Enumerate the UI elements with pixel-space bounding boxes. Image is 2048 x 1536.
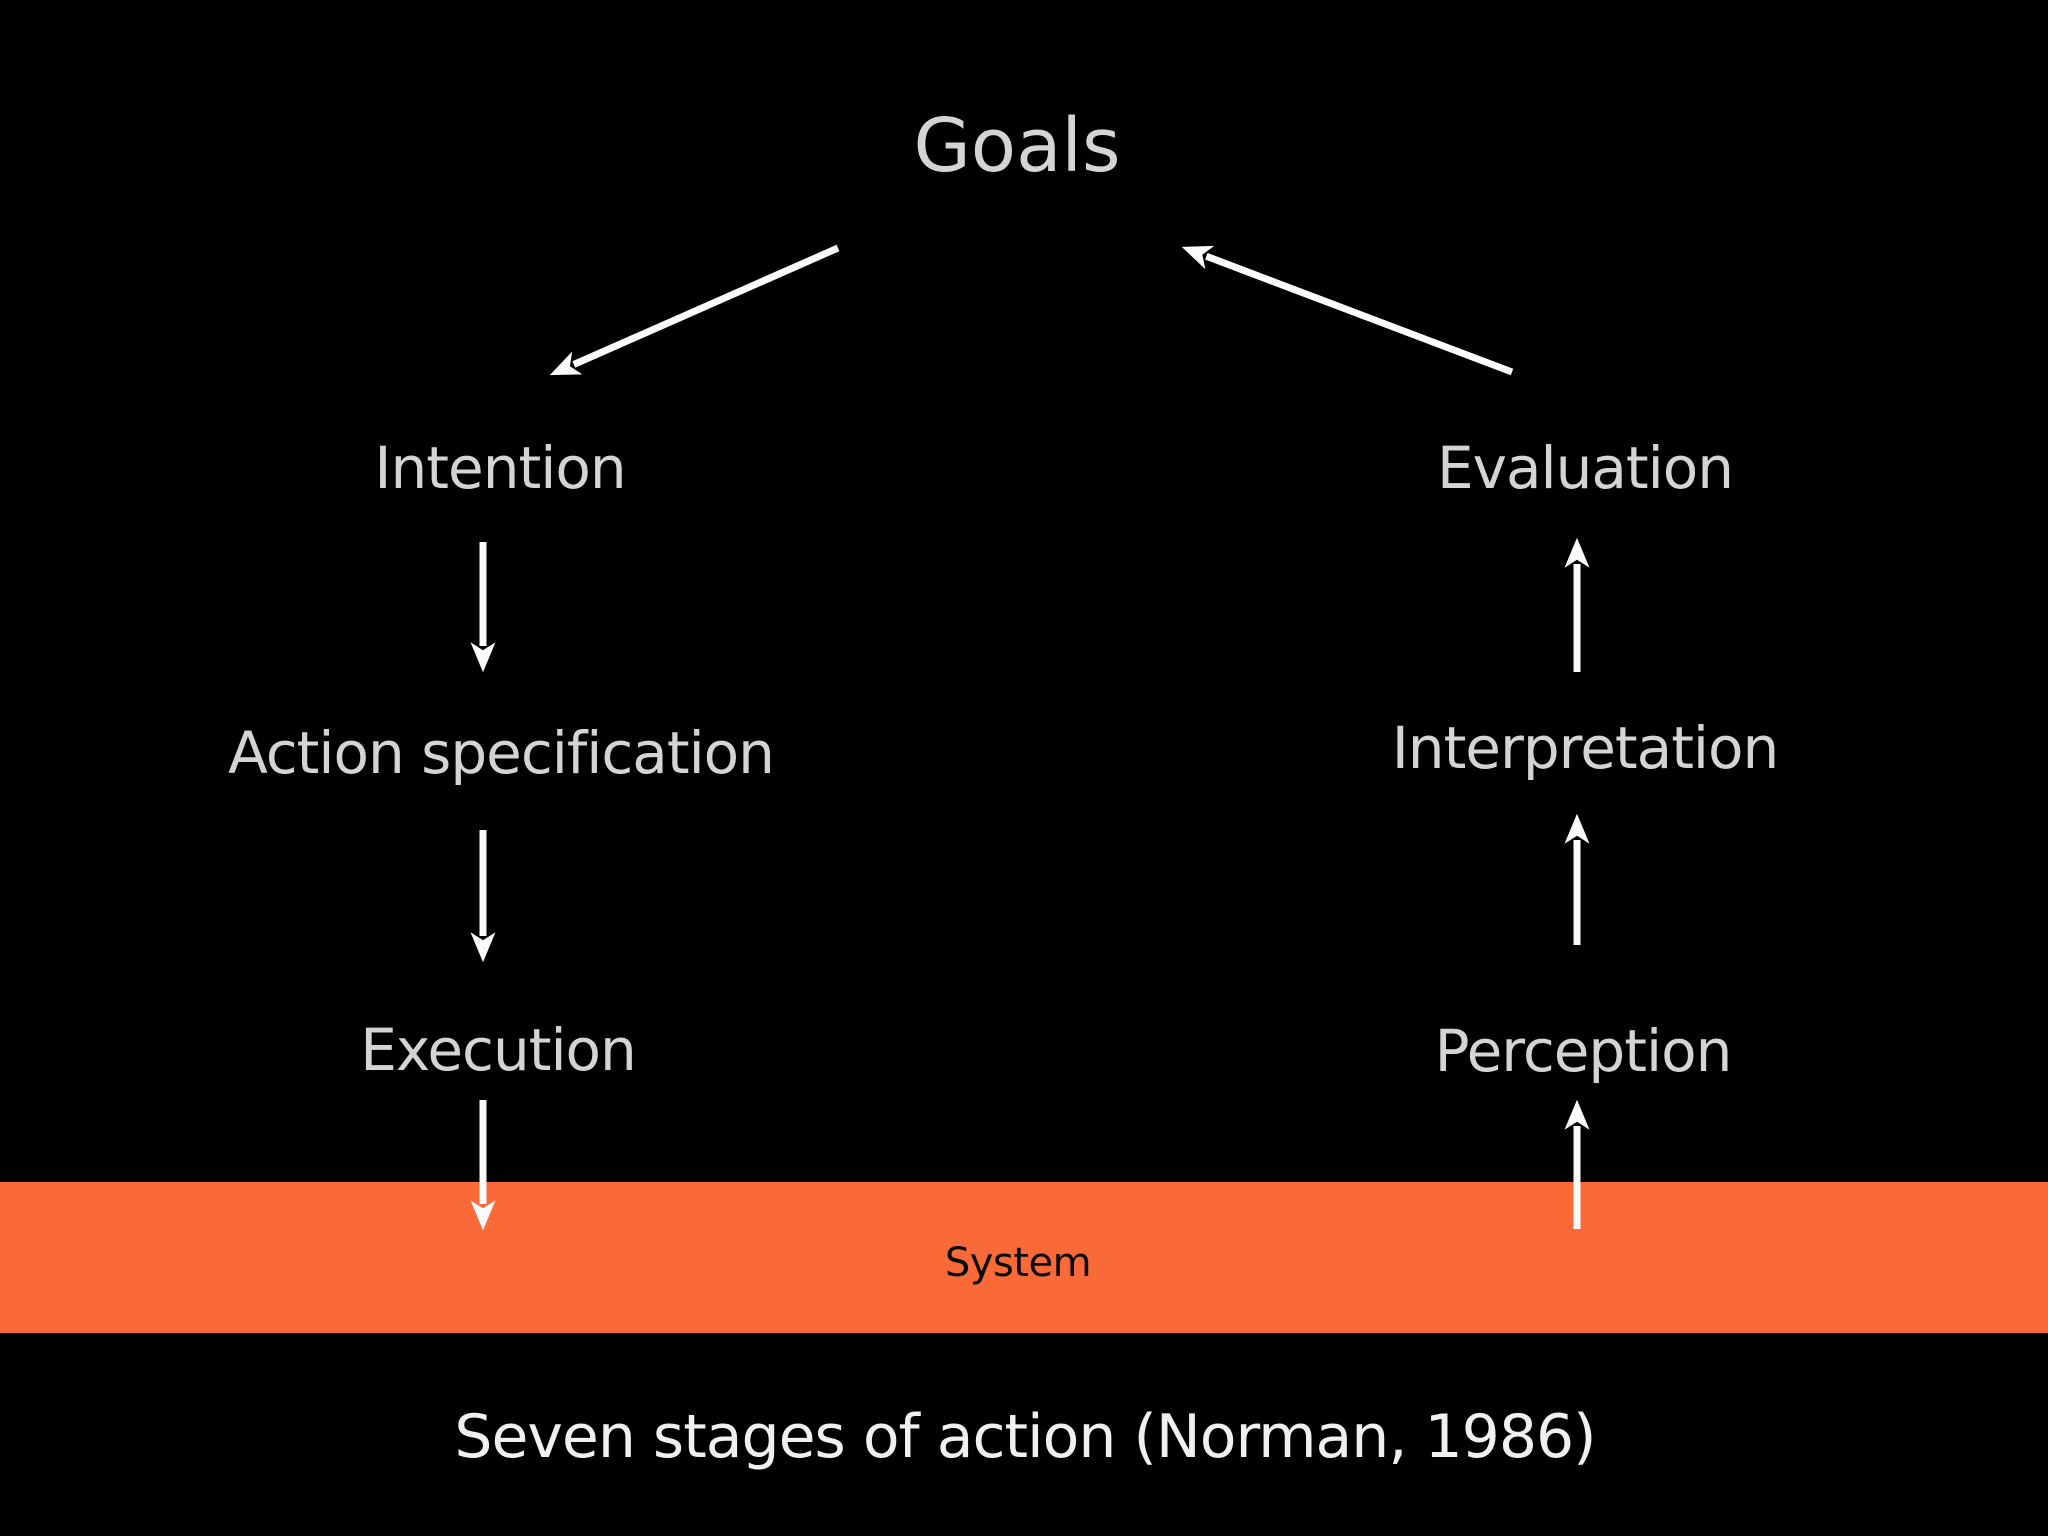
node-label-evaluation: Evaluation xyxy=(1436,434,1734,502)
node-label-execution: Execution xyxy=(360,1016,637,1084)
node-label-goals: Goals xyxy=(913,103,1121,189)
diagram-caption: Seven stages of action (Norman, 1986) xyxy=(454,1402,1596,1472)
system-band-label: System xyxy=(944,1240,1092,1286)
arrow-evaluation-to-goals-icon xyxy=(1181,245,1514,376)
node-label-intention: Intention xyxy=(374,434,626,502)
node-label-perception: Perception xyxy=(1434,1017,1733,1085)
arrow-goals-to-intention-icon xyxy=(549,244,840,376)
node-label-action-specification: Action specification xyxy=(228,719,775,787)
node-label-interpretation: Interpretation xyxy=(1391,714,1780,782)
system-band xyxy=(0,1182,2048,1333)
